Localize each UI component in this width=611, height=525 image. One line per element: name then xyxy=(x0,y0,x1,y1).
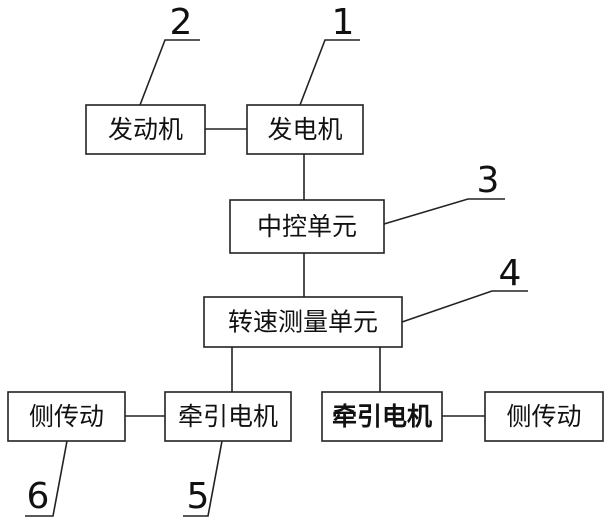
ref-number-6: 6 xyxy=(27,476,50,517)
leader-4 xyxy=(402,291,528,322)
block-speed-measurement: 转速测量单元 xyxy=(204,297,402,347)
block-speed-measurement-label: 转速测量单元 xyxy=(228,308,378,337)
block-central-control: 中控单元 xyxy=(230,200,384,253)
block-engine-label: 发动机 xyxy=(108,115,183,144)
block-side-drive-left-label: 侧传动 xyxy=(29,402,104,431)
block-side-drive-right-label: 侧传动 xyxy=(506,402,581,431)
block-generator-label: 发电机 xyxy=(267,115,342,144)
block-traction-motor-left: 牵引电机 xyxy=(165,392,291,441)
block-side-drive-right: 侧传动 xyxy=(485,392,603,441)
ref-number-3: 3 xyxy=(477,160,500,201)
block-engine: 发动机 xyxy=(86,105,205,154)
leader-1 xyxy=(300,40,360,105)
block-central-control-label: 中控单元 xyxy=(257,212,357,241)
ref-number-2: 2 xyxy=(170,2,193,43)
leader-3 xyxy=(384,199,505,224)
ref-number-5: 5 xyxy=(187,476,210,517)
block-traction-motor-right: 牵引电机 xyxy=(322,392,442,441)
ref-number-1: 1 xyxy=(332,2,355,43)
block-traction-motor-left-label: 牵引电机 xyxy=(178,402,278,431)
block-generator: 发电机 xyxy=(247,105,363,154)
connections xyxy=(125,129,485,416)
ref-number-4: 4 xyxy=(499,253,522,294)
block-side-drive-left: 侧传动 xyxy=(8,392,125,441)
block-traction-motor-right-label: 牵引电机 xyxy=(332,402,432,431)
leader-2 xyxy=(140,40,200,105)
